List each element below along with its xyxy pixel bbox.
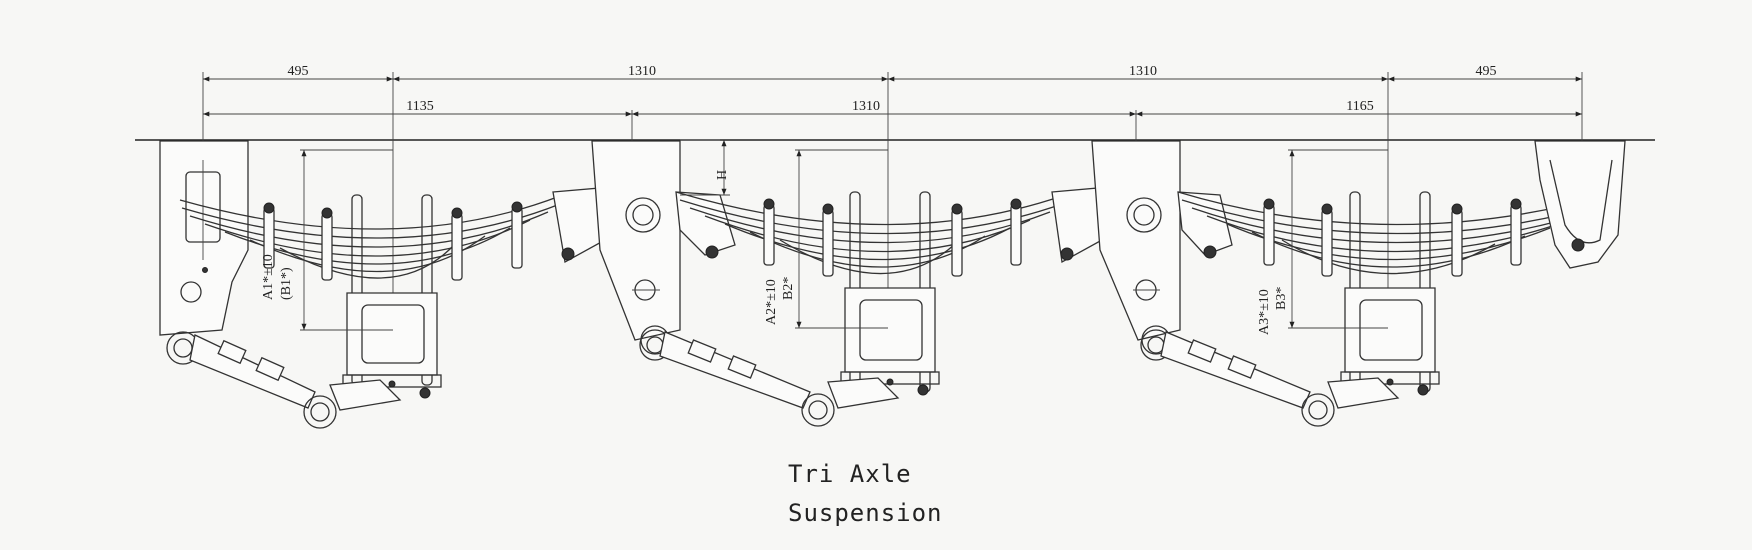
label-a2: A2*±10 — [764, 279, 779, 325]
label-axle-3: A3*±10 B3* — [1257, 149, 1388, 335]
middle-hanger-2 — [1051, 140, 1233, 355]
axle-seat-3 — [1340, 287, 1440, 396]
label-axle-2: A2*±10 B2* — [764, 149, 888, 329]
dimension-row-top: 495 1310 1310 495 — [203, 64, 1582, 82]
dim-top-1: 495 — [288, 64, 309, 79]
spring-clips-1 — [263, 201, 523, 281]
torque-arm-3 — [1140, 329, 1400, 427]
label-b1: (B1*) — [279, 267, 294, 300]
middle-hanger-1: H — [552, 139, 736, 355]
dim-second-1: 1135 — [406, 99, 433, 114]
axle-2-assembly: A2*±10 B2* — [639, 149, 1063, 427]
caption-line-1: Tri Axle — [788, 460, 912, 488]
dim-second-2: 1310 — [852, 99, 880, 114]
dim-top-2: 1310 — [628, 64, 656, 79]
label-axle-1: A1*±10 (B1*) — [261, 149, 393, 331]
caption-line-2: Suspension — [788, 499, 943, 527]
dim-top-4: 495 — [1476, 64, 1497, 79]
dimension-row-second: 1135 1310 1165 — [203, 99, 1582, 117]
dim-top-3: 1310 — [1129, 64, 1157, 79]
label-h: H — [715, 170, 730, 180]
torque-arm-1 — [166, 331, 402, 429]
label-a1: A1*±10 — [261, 254, 276, 300]
label-b2: B2* — [781, 277, 796, 300]
axle-seat-2 — [840, 287, 940, 396]
label-b3: B3* — [1274, 287, 1289, 310]
rear-hanger — [1534, 140, 1626, 269]
axle-1-assembly: A1*±10 (B1*) — [166, 149, 561, 429]
torque-arm-2 — [639, 329, 900, 427]
front-hanger — [159, 140, 249, 336]
leaf-spring-3 — [1177, 191, 1605, 275]
axle-3-assembly: A3*±10 B3* — [1140, 149, 1605, 427]
spring-clips-3 — [1263, 198, 1522, 277]
dim-second-3: 1165 — [1346, 99, 1373, 114]
spring-clips-2 — [763, 198, 1022, 277]
label-a3: A3*±10 — [1257, 289, 1272, 335]
leaf-spring-2 — [675, 191, 1063, 275]
